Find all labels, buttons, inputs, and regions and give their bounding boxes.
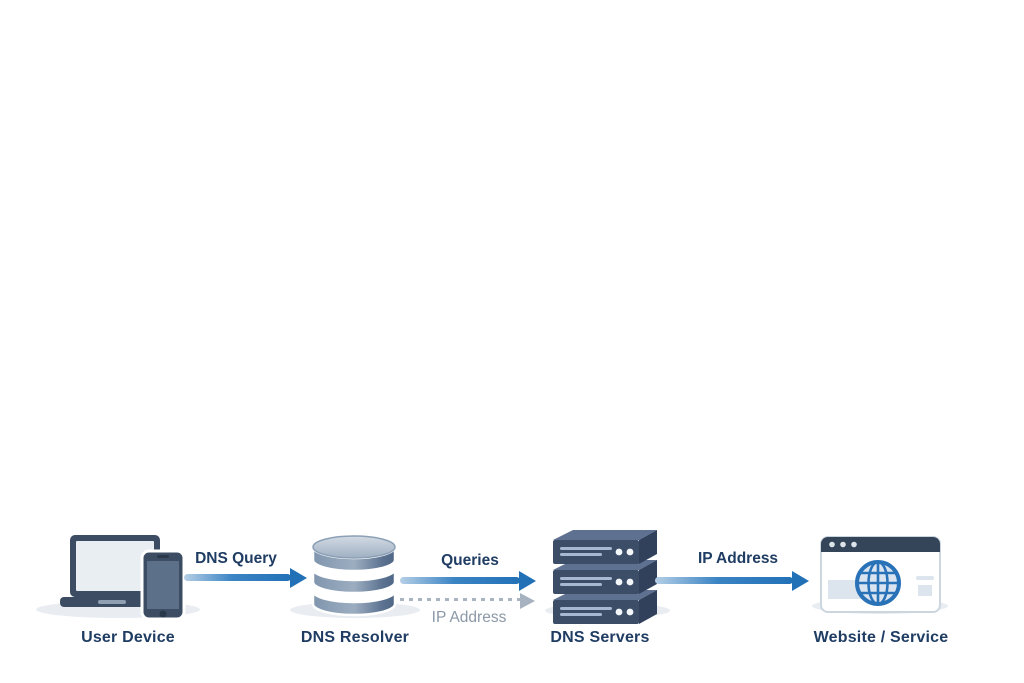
laptop-phone-icon xyxy=(60,535,186,621)
server-stack-icon xyxy=(553,530,657,624)
queries-arrowhead-icon xyxy=(519,571,536,591)
ip-address-dotted-arrow xyxy=(400,598,520,601)
node-label-dns-resolver: DNS Resolver xyxy=(300,629,410,646)
queries-arrow xyxy=(400,577,520,584)
edge-label-ip-address: IP Address xyxy=(697,550,779,567)
database-icon xyxy=(312,535,396,617)
browser-globe-icon xyxy=(820,536,941,613)
edge-label-dns-query: DNS Query xyxy=(195,550,277,567)
ip-address-arrowhead-icon xyxy=(792,571,809,591)
edge-label-ip-address-dotted: IP Address xyxy=(431,609,507,626)
node-label-dns-servers: DNS Servers xyxy=(550,629,650,646)
ip-address-dotted-arrowhead-icon xyxy=(520,593,535,609)
dns-query-arrowhead-icon xyxy=(290,568,307,588)
node-label-website-service: Website / Service xyxy=(813,629,949,646)
globe-icon xyxy=(855,560,901,606)
ip-address-arrow xyxy=(655,577,793,584)
dns-query-arrow xyxy=(184,574,291,581)
edge-label-queries: Queries xyxy=(441,552,499,569)
node-label-user-device: User Device xyxy=(81,629,175,646)
